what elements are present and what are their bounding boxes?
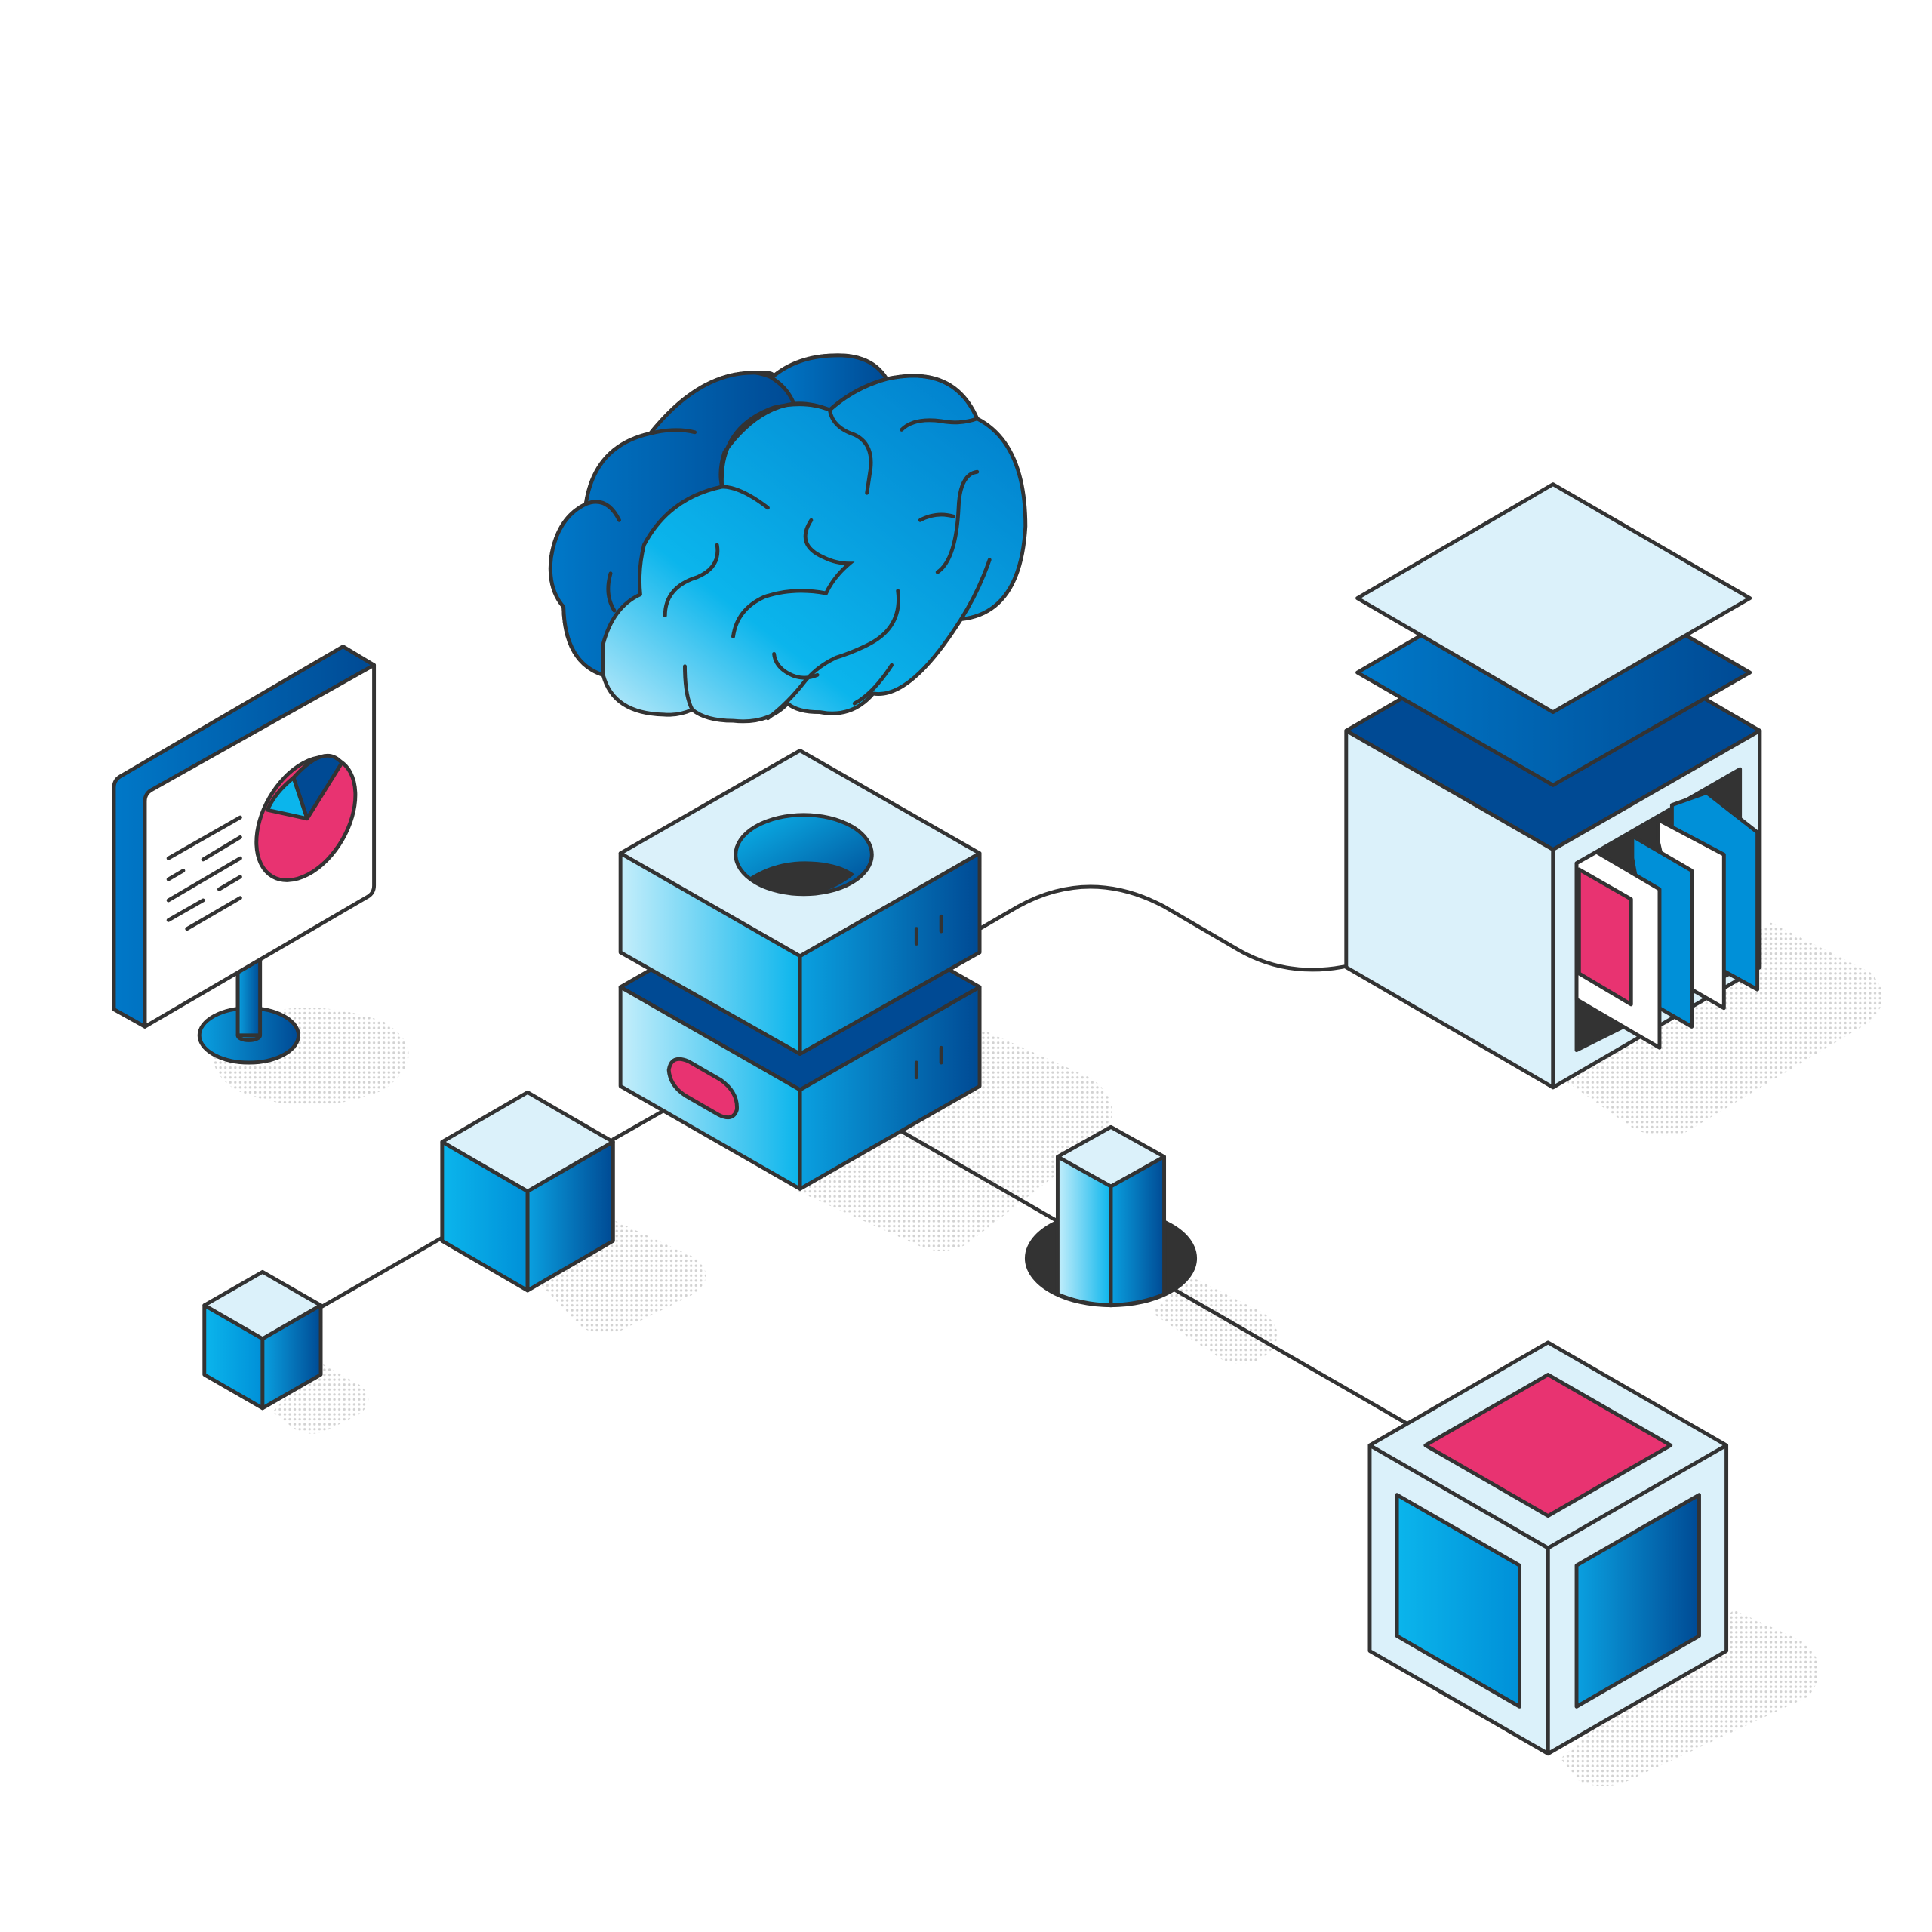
medium-cube-icon [440, 1090, 615, 1293]
small-cube-icon [202, 1269, 323, 1411]
framed-cube-icon [1367, 1340, 1729, 1756]
pie-chart-icon [254, 753, 358, 882]
layered-storage-box-icon [1344, 482, 1762, 1090]
cylinder-hole-icon [1024, 1124, 1198, 1308]
brain-icon [548, 353, 1028, 724]
text-lines-icon [166, 815, 242, 931]
presentation-board-icon [112, 645, 377, 1065]
status-light-icon [666, 1057, 739, 1120]
server-stack-icon [618, 749, 982, 1191]
